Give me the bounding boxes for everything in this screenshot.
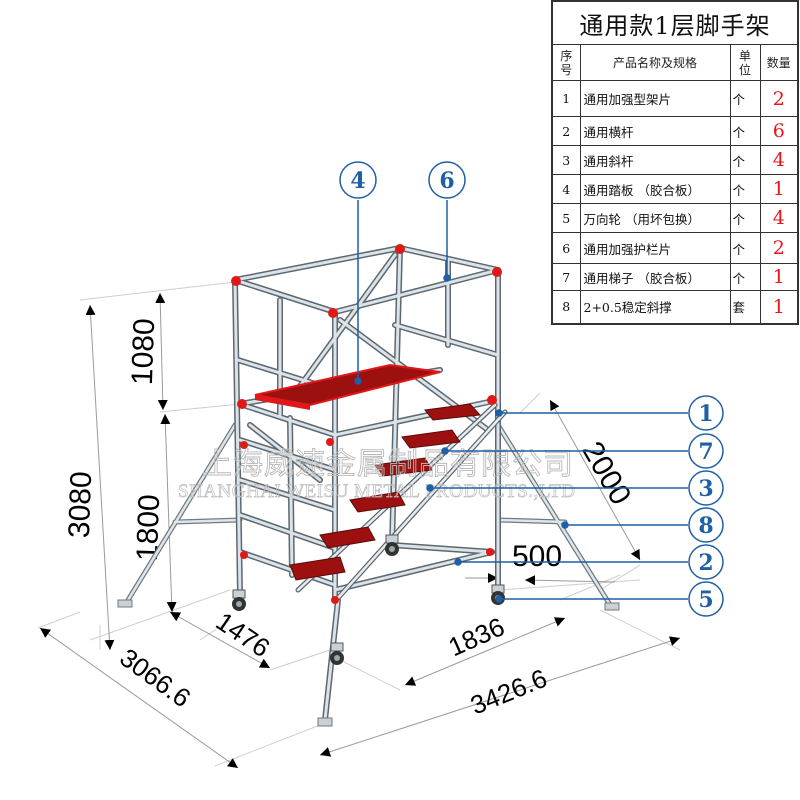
callout-6: 6 xyxy=(428,161,466,282)
callout-3: 3 xyxy=(426,470,724,506)
dim-outrigger-length: 2000 xyxy=(575,436,637,510)
row-name: 通用踏板 （胶合板） xyxy=(579,174,731,204)
row-no: 1 xyxy=(551,80,581,117)
row-unit: 个 xyxy=(729,203,761,233)
dim-frame-width: 1476 xyxy=(211,606,276,663)
table-row: 5 万向轮 （用坏包换） 个 4 xyxy=(551,203,799,233)
table-row: 8 2+0.5稳定斜撑 套 1 xyxy=(551,290,799,324)
row-name: 万向轮 （用坏包换） xyxy=(579,203,731,233)
row-name: 通用横杆 xyxy=(579,116,731,146)
callout-7: 7 xyxy=(441,433,724,469)
dim-base-length: 3426.6 xyxy=(466,663,551,721)
callout-5: 5 xyxy=(495,581,724,617)
callouts: 4 6 1 7 3 8 xyxy=(339,161,724,617)
table-row: 4 通用踏板 （胶合板） 个 1 xyxy=(551,174,799,204)
header-no: 序号 xyxy=(551,44,581,81)
header-qty: 数量 xyxy=(759,44,799,81)
row-no: 2 xyxy=(551,116,581,146)
svg-text:1: 1 xyxy=(698,401,713,427)
row-name: 通用梯子 （胶合板） xyxy=(579,263,731,291)
dim-outrigger-offset: 500 xyxy=(512,540,562,573)
platform-deck xyxy=(254,363,441,407)
row-qty: 4 xyxy=(759,145,799,175)
table-row: 7 通用梯子 （胶合板） 个 1 xyxy=(551,263,799,291)
row-name: 通用加强型架片 xyxy=(579,80,731,117)
row-no: 4 xyxy=(551,174,581,204)
row-qty: 2 xyxy=(759,80,799,117)
row-unit: 套 xyxy=(729,290,761,324)
dimension-lines xyxy=(39,292,681,769)
row-name: 通用加强护栏片 xyxy=(579,232,731,264)
dim-total-height: 3080 xyxy=(63,471,98,539)
header-unit: 单位 xyxy=(729,44,761,81)
table-row: 2 通用横杆 个 6 xyxy=(551,116,799,146)
dim-guard-height: 1080 xyxy=(126,318,161,386)
row-no: 6 xyxy=(551,232,581,264)
caster-wheels xyxy=(232,534,505,665)
table-title: 通用款1层脚手架 xyxy=(551,0,799,45)
row-unit: 个 xyxy=(729,263,761,291)
row-name: 通用斜杆 xyxy=(579,145,731,175)
svg-text:5: 5 xyxy=(698,587,713,613)
row-unit: 个 xyxy=(729,116,761,146)
row-qty: 4 xyxy=(759,203,799,233)
callout-2: 2 xyxy=(454,544,724,580)
scaffold-tower xyxy=(117,244,620,727)
row-no: 8 xyxy=(551,290,581,324)
watermark: 上海威速金属制品有限公司 SHANGHAI WEISU METAL PRODUC… xyxy=(178,447,576,503)
row-unit: 个 xyxy=(729,145,761,175)
row-qty: 1 xyxy=(759,290,799,324)
parts-list-table: 通用款1层脚手架 序号 产品名称及规格 单位 数量 1 通用加强型架片 个 2 … xyxy=(551,0,800,325)
row-unit: 个 xyxy=(729,174,761,204)
svg-text:8: 8 xyxy=(698,513,713,539)
watermark-en: SHANGHAI WEISU METAL PRODUCTS.,LTD xyxy=(178,481,575,502)
row-no: 3 xyxy=(551,145,581,175)
row-no: 5 xyxy=(551,203,581,233)
svg-text:7: 7 xyxy=(698,439,713,465)
row-unit: 个 xyxy=(729,80,761,117)
row-qty: 6 xyxy=(759,116,799,146)
table-header-row: 序号 产品名称及规格 单位 数量 xyxy=(551,44,799,81)
row-name: 2+0.5稳定斜撑 xyxy=(579,290,731,324)
table-row: 3 通用斜杆 个 4 xyxy=(551,145,799,175)
dim-platform-height: 1800 xyxy=(131,494,166,562)
red-couplers xyxy=(231,244,502,604)
table-row: 6 通用加强护栏片 个 2 xyxy=(551,232,799,264)
svg-text:2: 2 xyxy=(698,550,713,576)
watermark-cn: 上海威速金属制品有限公司 xyxy=(202,447,574,482)
row-qty: 1 xyxy=(759,263,799,291)
svg-text:6: 6 xyxy=(439,168,454,194)
callout-4: 4 xyxy=(339,161,377,385)
row-unit: 个 xyxy=(729,232,761,264)
svg-text:4: 4 xyxy=(350,168,365,194)
callout-8: 8 xyxy=(561,507,724,543)
ladder-steps xyxy=(289,403,482,581)
row-qty: 1 xyxy=(759,174,799,204)
row-no: 7 xyxy=(551,263,581,291)
callout-1: 1 xyxy=(495,395,724,431)
table-row: 1 通用加强型架片 个 2 xyxy=(551,80,799,117)
svg-text:3: 3 xyxy=(698,476,713,502)
dim-base-width: 3066.6 xyxy=(114,642,196,713)
header-name: 产品名称及规格 xyxy=(579,44,731,81)
row-qty: 2 xyxy=(759,232,799,264)
